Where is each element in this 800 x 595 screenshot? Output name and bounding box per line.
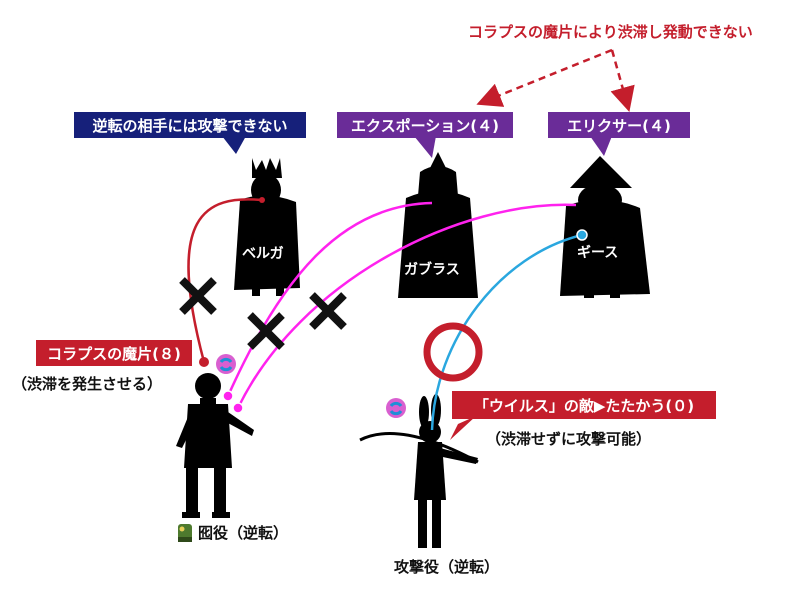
rewind-icon bbox=[386, 398, 406, 418]
note-can-attack: （渋滞せずに攻撃可能） bbox=[486, 430, 652, 448]
box-no-attack: 逆転の相手には攻撃できない bbox=[74, 112, 306, 138]
red-path-dot bbox=[199, 357, 209, 367]
cyan-path-dot bbox=[576, 229, 588, 241]
o-mark bbox=[423, 322, 483, 382]
box-explosion: エクスポーション(４) bbox=[337, 112, 513, 138]
magenta-path-2 bbox=[236, 203, 577, 409]
x-mark-3 bbox=[309, 292, 347, 330]
box-tail-navy bbox=[222, 136, 246, 154]
red-path bbox=[187, 198, 263, 363]
frog-icon bbox=[178, 524, 192, 542]
box-tail-purple-2 bbox=[590, 136, 612, 156]
ally-attacker-label: 攻撃役（逆転） bbox=[394, 558, 500, 576]
cyan-path bbox=[430, 233, 583, 431]
box-tail-red bbox=[450, 416, 476, 440]
magenta-path-1 bbox=[226, 201, 433, 397]
enemy-gabras-label: ガブラス bbox=[404, 262, 460, 278]
magenta-path-1-dot bbox=[222, 390, 234, 402]
box-virus: 「ウイルス」の敵▶たたかう(０) bbox=[452, 391, 716, 419]
enemy-beruga-label: ベルガ bbox=[242, 246, 284, 262]
box-tail-purple-1 bbox=[414, 136, 436, 158]
note-cause-jam: （渋滞を発生させる） bbox=[12, 375, 163, 393]
box-collapse: コラプスの魔片(８) bbox=[36, 340, 192, 366]
gabras-silhouette bbox=[398, 152, 478, 298]
geese-silhouette bbox=[560, 156, 650, 298]
box-elixir: エリクサー(４) bbox=[548, 112, 690, 138]
enemy-geese-label: ギース bbox=[577, 245, 619, 261]
x-mark-2 bbox=[247, 312, 285, 350]
rewind-icon bbox=[216, 354, 236, 374]
x-mark-1 bbox=[179, 277, 217, 315]
dashed-arrows bbox=[476, 48, 635, 113]
magenta-path-2-dot bbox=[232, 402, 244, 414]
header-note: コラプスの魔片により渋滞し発動できない bbox=[468, 23, 753, 41]
attacker-silhouette bbox=[359, 394, 479, 548]
red-path-end bbox=[259, 197, 265, 203]
ally-decoy-label: 囮役（逆転） bbox=[198, 524, 289, 542]
decoy-silhouette bbox=[176, 373, 254, 518]
beruga-silhouette bbox=[234, 158, 300, 296]
